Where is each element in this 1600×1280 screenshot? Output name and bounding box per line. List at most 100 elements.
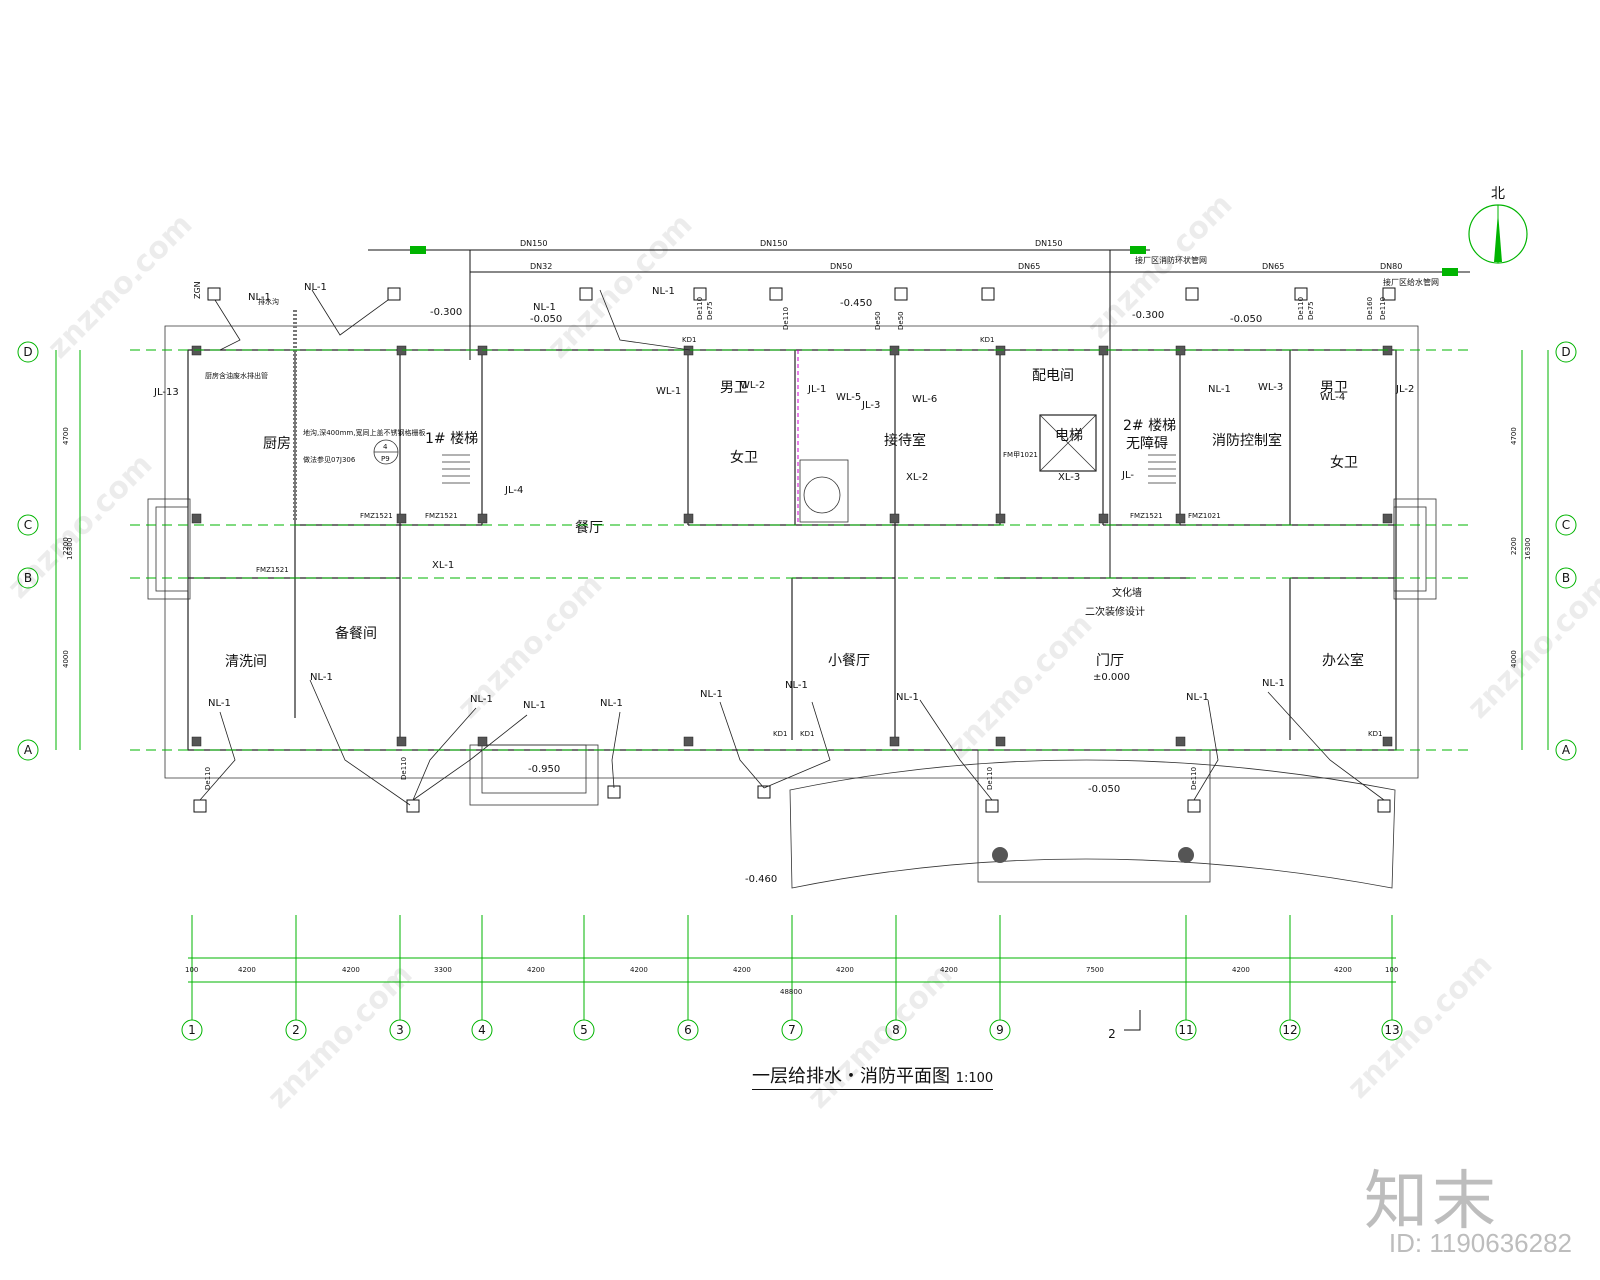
dimension-labels: 100 4200 4200 3300 4200 4200 4200 4200 4… — [62, 427, 1532, 996]
kitchen-ref-text: 做法参见07J306 — [303, 455, 356, 464]
elevation-label: -0.460 — [745, 874, 777, 885]
axis-label: B — [24, 571, 32, 585]
riser-tag: JL-2 — [1395, 384, 1414, 395]
side-dimension: 2200 — [1510, 537, 1518, 555]
bay-dimension: 4200 — [733, 966, 751, 974]
riser-tag: NL-1 — [652, 286, 675, 297]
bay-dimension: 7500 — [1086, 966, 1104, 974]
watermark-text: znzmo.com — [1461, 567, 1600, 726]
axis-extra-label: 2 — [1108, 1027, 1116, 1041]
pipe-diameter: De75 — [706, 301, 714, 320]
room-dining: 餐厅 — [575, 520, 603, 536]
riser-tag: KD1 — [682, 336, 696, 344]
north-arrow: 北 — [1468, 186, 1528, 264]
room-prep: 备餐间 — [335, 625, 377, 642]
pipe-size-label: DN65 — [1018, 262, 1040, 271]
bay-dimension: 4200 — [836, 966, 854, 974]
grease-drain-text: 厨房含油废水排出管 — [205, 371, 268, 380]
pipe-size-label: DN150 — [520, 239, 547, 248]
room-elevator: 电梯 — [1055, 428, 1083, 444]
axis-label: C — [1562, 518, 1570, 532]
riser-tag: NL-1 — [523, 700, 546, 711]
drain-lines — [199, 289, 1385, 806]
riser-tag: WL-2 — [740, 380, 765, 391]
pipe-size-label: DN32 — [530, 262, 552, 271]
riser-tag: NL-1 — [304, 282, 327, 293]
axis-label: 8 — [892, 1023, 900, 1037]
north-label: 北 — [1491, 186, 1505, 202]
pipe-diameter: De110 — [986, 767, 994, 790]
zgn-label: ZGN — [193, 281, 202, 299]
axis-label: D — [1561, 345, 1570, 359]
side-dimension: 4700 — [1510, 427, 1518, 445]
room-women-right: 女卫 — [1330, 454, 1358, 471]
elevation-marks: -0.300 -0.050 -0.450 -0.300 -0.050 -0.95… — [430, 298, 1262, 885]
door-tags: FMZ1521 FMZ1521 FMZ1521 FMZ1521 FMZ1021 … — [256, 451, 1221, 574]
riser-tag: NL-1 — [1186, 692, 1209, 703]
secondary-design-label: 二次装修设计 — [1085, 605, 1145, 618]
pipe-size-label: DN65 — [1262, 262, 1284, 271]
riser-tag: NL-1 — [310, 672, 333, 683]
room-kitchen: 厨房 — [263, 436, 291, 452]
axis-bubbles-y: D C B A D C B A — [17, 341, 1577, 761]
riser-tag: XL-3 — [1058, 472, 1080, 483]
riser-tag: JL- — [1121, 470, 1134, 481]
side-total-dimension: 16300 — [1524, 538, 1532, 560]
room-fire-control: 消防控制室 — [1212, 432, 1282, 449]
total-dimension: 48800 — [780, 988, 802, 996]
watermark-text: znzmo.com — [1341, 947, 1500, 1106]
door-tag: FMZ1521 — [1130, 512, 1163, 520]
water-net-label: 接厂区给水管网 — [1383, 277, 1439, 287]
riser-tag: NL-1 — [533, 302, 556, 313]
pipe-diameter: De50 — [897, 311, 905, 330]
pits-north — [207, 287, 1396, 301]
elevation-label: -0.050 — [1230, 314, 1262, 325]
riser-tag: WL-5 — [836, 392, 861, 403]
pipe-diameter: De50 — [874, 311, 882, 330]
room-power: 配电间 — [1032, 368, 1074, 384]
bay-dimension: 4200 — [238, 966, 256, 974]
riser-tag: NL-1 — [600, 698, 623, 709]
riser-tag: NL-1 — [248, 292, 271, 303]
elevation-label: -0.450 — [840, 298, 872, 309]
riser-tag: JL-1 — [807, 384, 826, 395]
bay-dimension: 4200 — [527, 966, 545, 974]
pipe-size-label: DN80 — [1380, 262, 1402, 271]
axis-bubbles-x: 1 2 3 4 5 6 7 8 9 11 12 13 2 — [181, 1010, 1403, 1041]
supply-mains: DN150 DN150 DN150 DN32 DN50 DN65 DN65 DN… — [193, 239, 1470, 578]
pipe-diameter: De75 — [1307, 301, 1315, 320]
axis-label: 1 — [188, 1023, 196, 1037]
side-dimension: 4000 — [62, 650, 70, 668]
drawing-title: 一层给排水・消防平面图 1:100 — [752, 1062, 994, 1090]
watermark-text: znzmo.com — [1081, 187, 1240, 346]
culture-wall-label: 文化墙 — [1112, 586, 1142, 599]
riser-tag: KD1 — [800, 730, 814, 738]
riser-tag: XL-1 — [432, 560, 454, 571]
elevation-label: ±0.000 — [1093, 672, 1130, 683]
pipe-size-label: DN50 — [830, 262, 852, 271]
room-barrier-free: 无障碍 — [1126, 436, 1168, 452]
side-dimension: 4700 — [62, 427, 70, 445]
drawing-title-text: 一层给排水・消防平面图 — [752, 1066, 950, 1087]
axis-label: B — [1562, 571, 1570, 585]
bay-dimension: 4200 — [630, 966, 648, 974]
room-reception: 接待室 — [884, 432, 926, 449]
riser-tags: NL-1 NL-1 NL-1 NL-1 NL-1 NL-1 NL-1 NL-1 … — [153, 282, 1414, 790]
riser-tag: NL-1 — [785, 680, 808, 691]
room-hall: 门厅 — [1096, 653, 1124, 669]
riser-tag: KD1 — [773, 730, 787, 738]
riser-tag: KD1 — [980, 336, 994, 344]
door-tag: FMZ1021 — [1188, 512, 1221, 520]
watermark-text: znzmo.com — [801, 957, 960, 1116]
riser-tag: WL-3 — [1258, 382, 1283, 393]
pits-south — [193, 785, 1391, 813]
edge-dimension: 100 — [185, 966, 198, 974]
axis-label: 7 — [788, 1023, 796, 1037]
riser-tag: WL-6 — [912, 394, 937, 405]
pipe-diameter: De110 — [1297, 297, 1305, 320]
pipe-diameter: De110 — [400, 757, 408, 780]
pipe-diameter: De110 — [696, 297, 704, 320]
axis-label: 9 — [996, 1023, 1004, 1037]
room-labels: 厨房 1# 楼梯 餐厅 清洗间 备餐间 小餐厅 门厅 办公室 接待室 配电间 电… — [225, 368, 1364, 670]
